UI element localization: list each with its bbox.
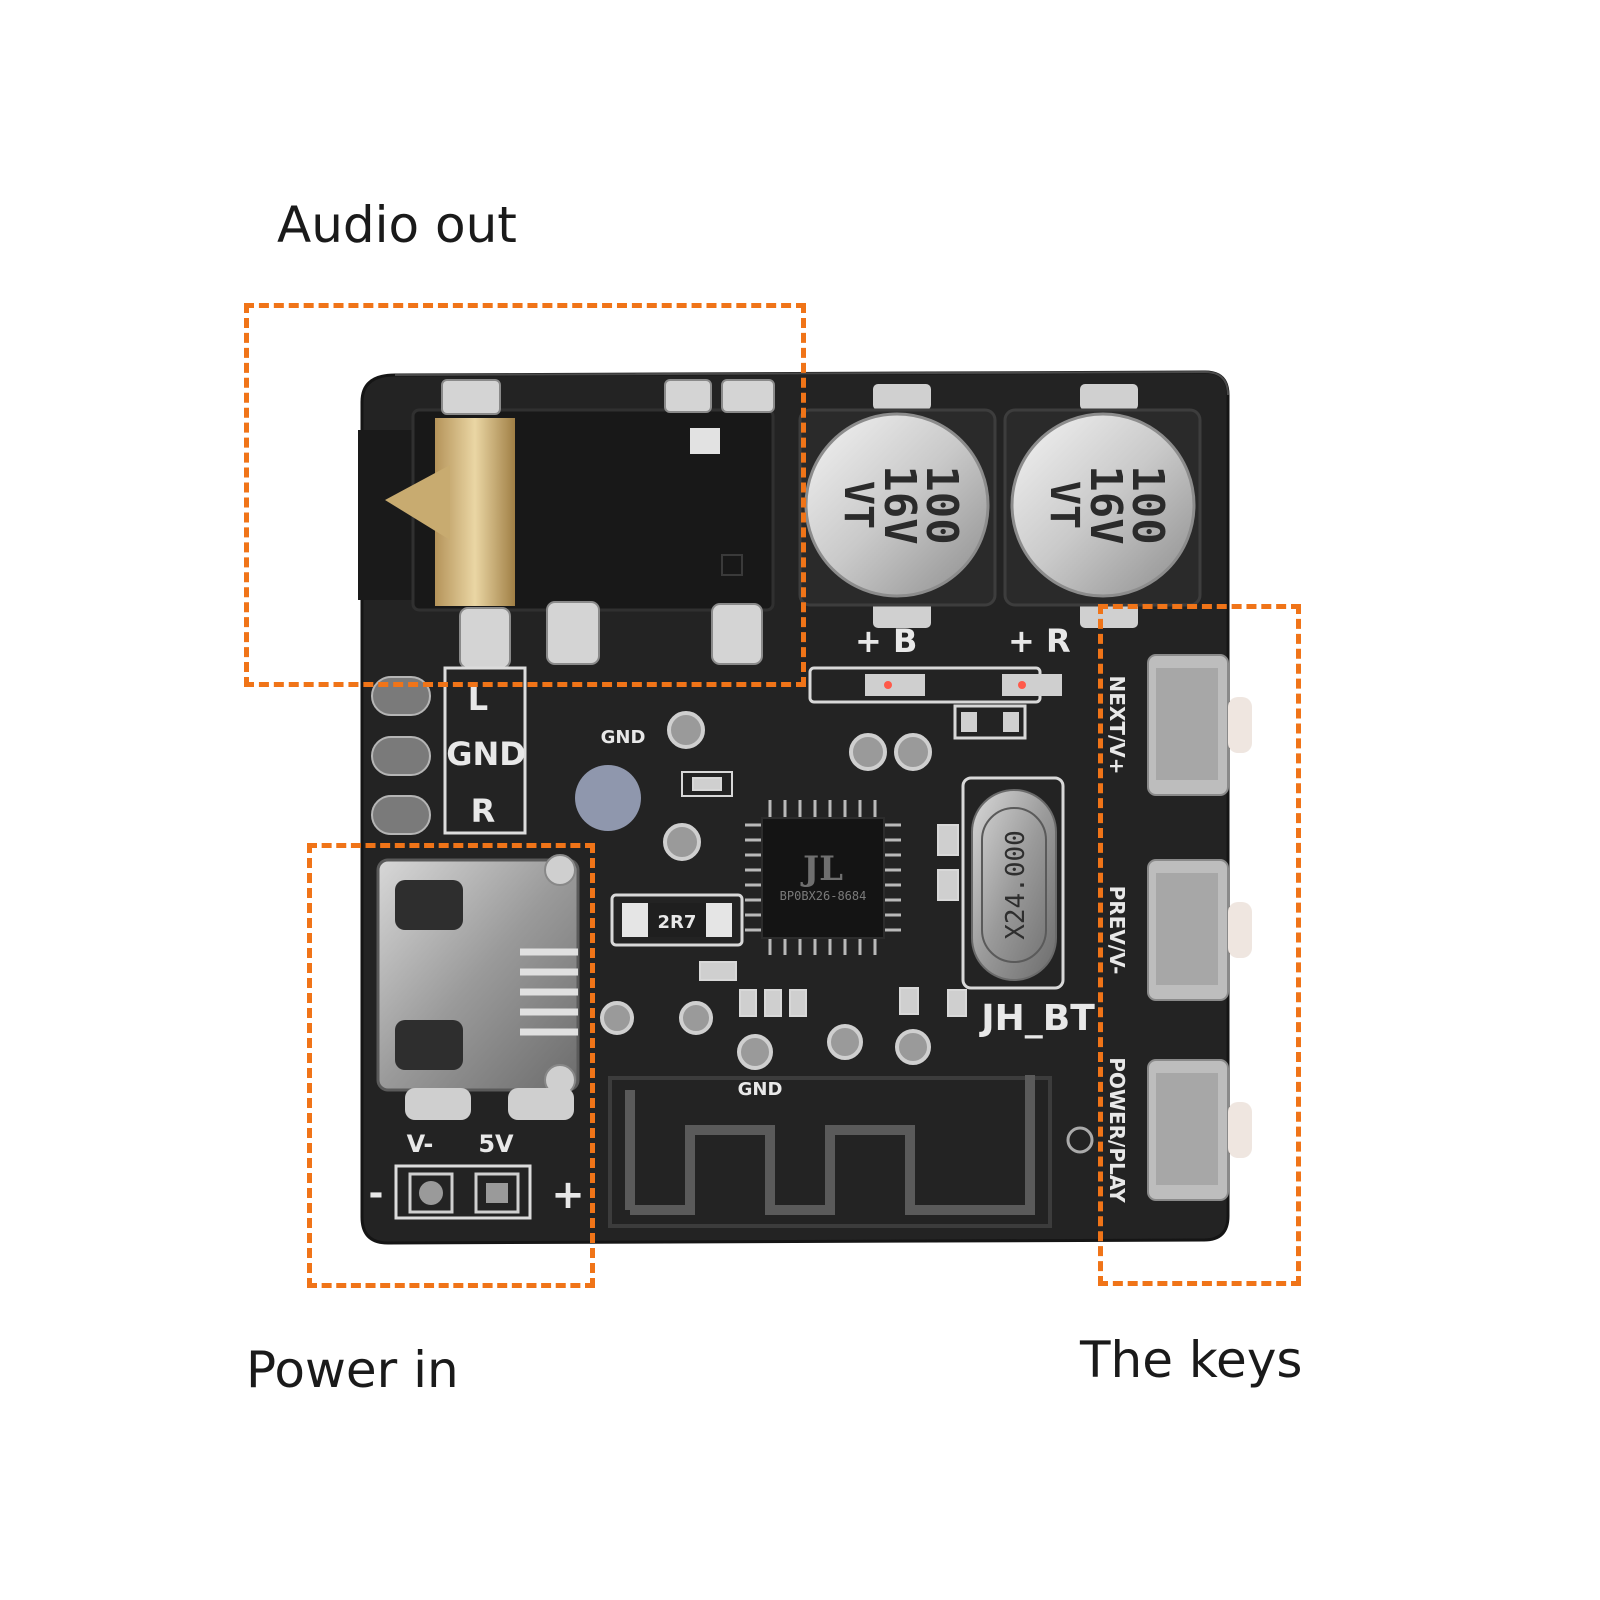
capacitor-value-text: 100 [1122,465,1173,544]
crystal-frequency: X24.000 [1001,830,1031,940]
test-vias [600,711,932,1070]
mounting-hole [575,765,641,831]
key-next-label: NEXT/V+ [1105,675,1129,774]
capacitor-voltage-text: 16V [1080,465,1131,544]
key-prev-label: PREV/V- [1105,886,1129,975]
capacitor-1: 100 16V VT [798,384,997,628]
led-b-label: + B [855,622,917,660]
pcb-antenna [608,1075,1052,1228]
led-indicators [808,666,1062,740]
svg-text:JL: JL [800,849,843,889]
jack-solder-pads [441,379,775,669]
the-keys-label: The keys [1080,1331,1303,1389]
capacitor-series-text: VT [835,481,881,529]
power-in-highlight-box [307,843,595,1288]
pad-l-label: L [468,680,488,718]
board-name-label: JH_BT [978,998,1095,1039]
audio-out-highlight-box [244,303,806,687]
capacitor-value-text: 100 [916,465,967,544]
resistor-2r7: 2R7 [610,893,744,947]
smd-components [681,771,967,1017]
tactile-button-power [1147,1059,1252,1201]
micro-usb-port [376,854,580,1120]
resistor-value: 2R7 [658,912,697,933]
keys-highlight-box [1098,604,1301,1286]
capacitor-series-text: VT [1041,481,1087,529]
crystal-oscillator: X24.000 [961,776,1065,990]
gnd-bottom-label: GND [738,1079,783,1100]
audio-out-label: Audio out [277,196,517,254]
capacitor-voltage-text: 16V [874,465,925,544]
power-in-label: Power in [246,1341,459,1399]
chip-part-number: BP0BX26-8684 [780,889,867,903]
power-plus-label: + [551,1172,585,1218]
bluetooth-chip: JL BP0BX26-8684 [745,800,901,955]
power-input-pads [394,1164,532,1220]
tactile-button-next [1147,654,1252,796]
gnd-small-label: GND [601,727,646,748]
led-r-label: + R [1008,622,1071,660]
audio-jack [385,408,775,612]
pad-gnd-label: GND [446,735,526,773]
power-minus-label: - [369,1173,384,1214]
capacitor-2: 100 16V VT [1003,384,1202,628]
power-5v-label: 5V [478,1130,514,1158]
key-power-label: POWER/PLAY [1105,1057,1129,1203]
pad-r-label: R [471,792,496,830]
tactile-button-prev [1147,859,1252,1001]
power-minus-v-label: V- [407,1130,434,1158]
